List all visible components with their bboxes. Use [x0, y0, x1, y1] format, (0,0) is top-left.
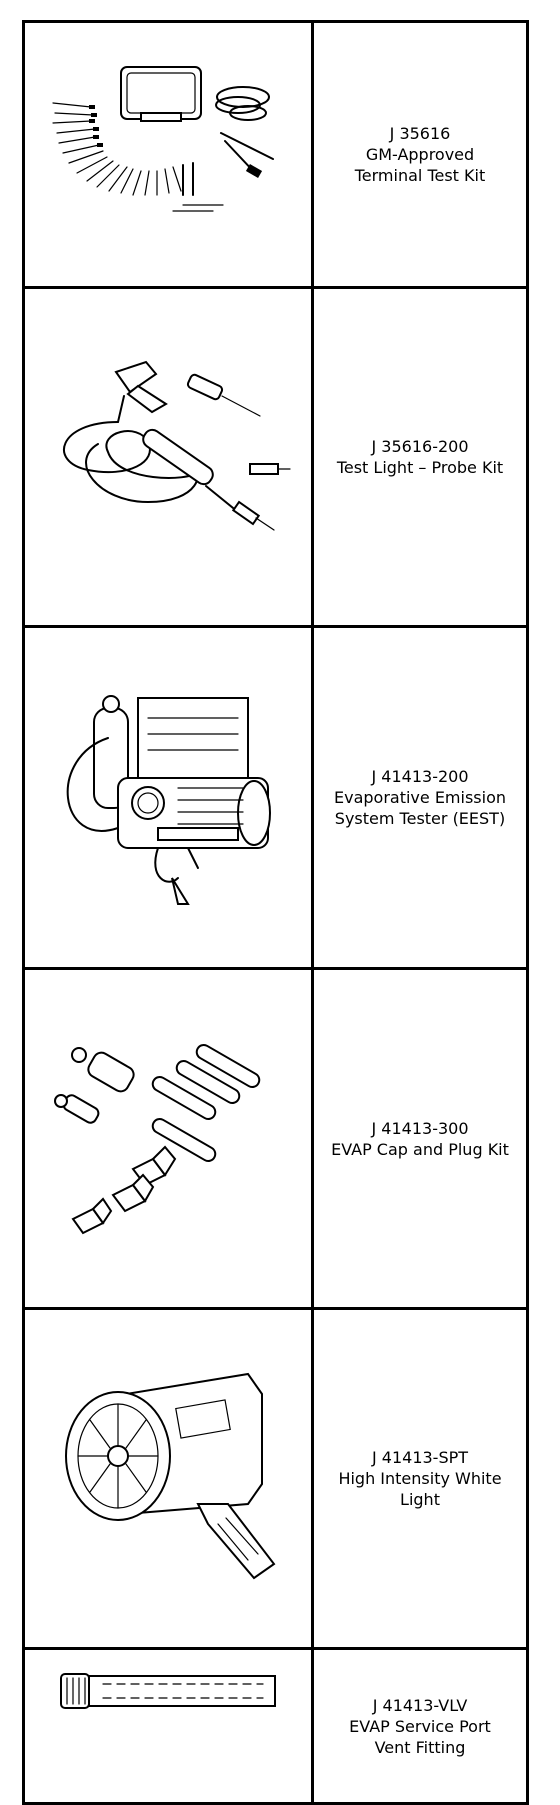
- tool-row: J 41413-200 Evaporative Emission System …: [25, 628, 526, 970]
- tool-number: J 41413-200: [371, 767, 469, 786]
- evap-emission-tester-icon: [66, 694, 271, 905]
- tool-illustration-cell: [25, 628, 314, 967]
- tool-name-line: Terminal Test Kit: [354, 166, 486, 185]
- tool-name-line: EVAP Cap and Plug Kit: [331, 1139, 509, 1159]
- evap-cap-plug-kit-icon: [54, 1043, 261, 1234]
- terminal-test-kit-icon: [52, 65, 274, 212]
- service-port-vent-fitting-icon: [60, 1673, 276, 1709]
- tool-description: J 41413-VLV EVAP Service Port Vent Fitti…: [314, 1650, 526, 1802]
- tool-illustration-cell: [25, 23, 314, 286]
- tool-row: J 35616 GM-Approved Terminal Test Kit: [25, 23, 526, 289]
- tool-name-line: High Intensity White: [338, 1469, 502, 1488]
- tool-name-line: Light: [400, 1490, 440, 1509]
- tool-description: J 35616-200 Test Light – Probe Kit: [314, 289, 526, 625]
- tool-illustration-cell: [25, 1650, 314, 1802]
- tool-number: J 35616-200: [371, 437, 469, 456]
- special-tools-table: J 35616 GM-Approved Terminal Test Kit: [22, 20, 529, 1805]
- tool-description: J 41413-SPT High Intensity White Light: [314, 1310, 526, 1647]
- tool-number: J 35616: [389, 124, 451, 143]
- tool-description: J 41413-300 EVAP Cap and Plug Kit: [314, 970, 526, 1307]
- tool-name-line: Vent Fitting: [374, 1737, 466, 1757]
- high-intensity-light-icon: [65, 1372, 276, 1579]
- tool-name-line: Evaporative Emission: [333, 788, 506, 807]
- test-light-probe-kit-icon: [63, 360, 291, 531]
- tool-illustration-cell: [25, 289, 314, 625]
- tool-number: J 41413-VLV: [372, 1695, 468, 1715]
- tool-row: J 41413-SPT High Intensity White Light: [25, 1310, 526, 1650]
- tool-description: J 41413-200 Evaporative Emission System …: [314, 628, 526, 967]
- tool-name-line: System Tester (EEST): [334, 809, 506, 828]
- tool-illustration-cell: [25, 1310, 314, 1647]
- tool-name-line: Test Light – Probe Kit: [336, 458, 504, 477]
- tool-row: J 41413-VLV EVAP Service Port Vent Fitti…: [25, 1650, 526, 1802]
- tool-row: J 35616-200 Test Light – Probe Kit: [25, 289, 526, 628]
- tool-row: J 41413-300 EVAP Cap and Plug Kit: [25, 970, 526, 1310]
- tool-name-line: EVAP Service Port: [349, 1716, 491, 1736]
- tool-number: J 41413-300: [371, 1118, 469, 1138]
- tool-name-line: GM-Approved: [365, 145, 475, 164]
- tool-number: J 41413-SPT: [371, 1448, 469, 1467]
- tool-illustration-cell: [25, 970, 314, 1307]
- tool-description: J 35616 GM-Approved Terminal Test Kit: [314, 23, 526, 286]
